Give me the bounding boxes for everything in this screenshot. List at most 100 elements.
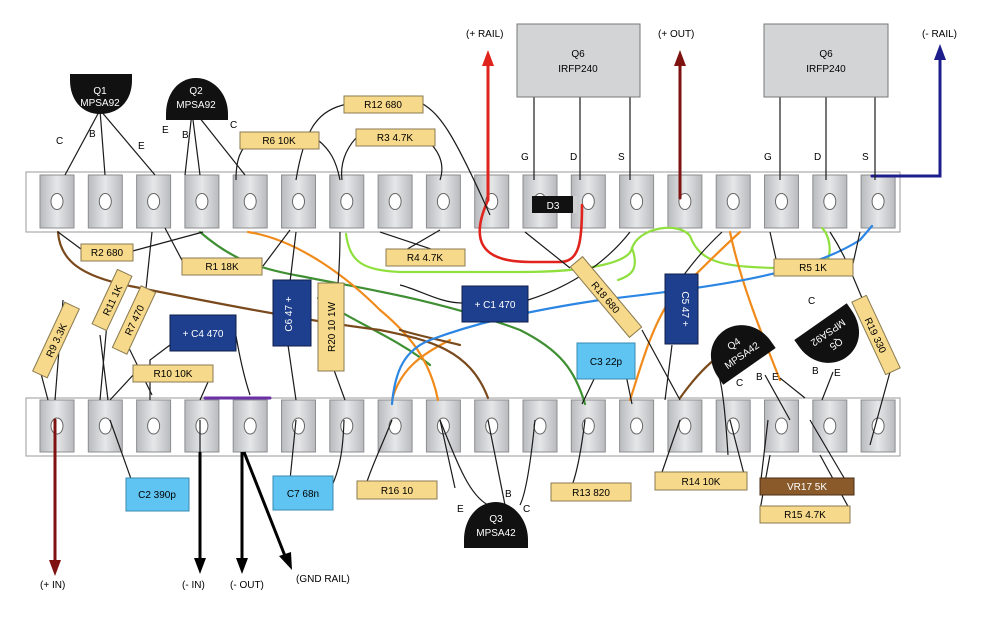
capacitor-c5: C5 47 + [664,273,699,345]
terminal-screw-hole [775,193,788,210]
label-gnd-rail: (GND RAIL) [296,574,350,585]
transistor-q1: Q1 MPSA92 [70,74,132,114]
terminal-strip-top [25,171,901,233]
mosfet-name: Q6 [571,49,585,60]
terminal-screw-hole [630,193,644,210]
pin-b-q2: B [182,130,189,141]
capacitor-c3: C3 22p [576,342,636,380]
resistor-r4: R4 4.7K [385,248,466,267]
transistor-q3: Q3 MPSA42 [464,502,528,548]
capacitor-c6: C6 47 + [272,279,312,347]
diode-d3: D3 [532,196,577,213]
label-minus-in: (- IN) [182,580,205,591]
resistor-r9: R9 3.3K [32,301,80,379]
terminal [570,399,606,453]
svg-text:+ C1 470: + C1 470 [475,300,516,311]
capacitor-c7: C7 68n [272,475,334,511]
terminal-screw-hole [243,417,257,435]
terminal-screw-hole [823,193,837,210]
wire-blue-rail [870,58,942,178]
wire-orange-1 [246,230,440,402]
resistor-r20: R20 10 1W [317,282,345,372]
svg-text:R14 10K: R14 10K [682,477,721,488]
pin-b-q1: B [89,129,96,140]
mosfet-name: Q6 [819,49,833,60]
svg-text:MPSA92: MPSA92 [176,100,216,111]
wire-orange-4 [728,230,782,382]
svg-text:Q1: Q1 [93,86,107,97]
resistor-r15: R15 4.7K [759,505,851,524]
pin-g-left: G [521,152,529,163]
wire-lime-2 [616,246,636,282]
terminal [667,174,703,229]
svg-text:Q2: Q2 [189,86,203,97]
wire-brown-1 [56,230,490,400]
pin-g-right: G [764,152,772,163]
svg-text:R20 10 1W: R20 10 1W [327,301,338,352]
terminal-screw-hole [581,193,595,210]
terminal-screw-hole [195,417,209,435]
terminal-screw-hole [436,193,450,210]
svg-text:C7 68n: C7 68n [287,489,319,500]
svg-text:Q3: Q3 [489,514,503,525]
resistor-r19: R19 330 [851,294,901,376]
label-minus-rail: (- RAIL) [922,29,957,40]
pin-c-q5: C [808,296,815,307]
resistor-r1: R1 18K [181,257,263,276]
terminal-screw-hole [823,417,837,435]
pin-b-q5: B [812,366,819,377]
bottom-terminals [39,399,896,453]
terminal-screw-hole [50,193,64,210]
mosfet-part: IRFP240 [558,64,598,75]
terminal-screw-hole [243,193,257,210]
terminal-screw-hole [50,417,64,435]
pin-c-q3: C [523,504,530,515]
resistor-r12: R12 680 [343,95,424,114]
pot-vr17: VR17 5K [759,477,855,496]
svg-text:C5 47 +: C5 47 + [679,291,690,326]
svg-text:R3 4.7K: R3 4.7K [377,133,413,144]
terminal-screw-hole [871,417,885,435]
pin-b-q4: B [756,372,763,383]
svg-text:R4 4.7K: R4 4.7K [407,253,443,264]
pin-s-left: S [618,152,625,163]
terminal-strip-bottom [25,397,901,457]
terminal-screw-hole [678,193,692,210]
svg-text:+ C4 470: + C4 470 [183,329,224,340]
svg-text:R13 820: R13 820 [572,488,610,499]
resistor-r2: R2 680 [80,243,134,262]
resistor-r10: R10 10K [132,364,214,383]
terminal-screw-hole [871,193,885,210]
mosfet-q6-left: Q6 IRFP240 [516,23,641,98]
capacitor-c2: C2 390p [125,477,190,512]
svg-text:R6 10K: R6 10K [262,136,296,147]
terminal-screw-hole [292,193,305,210]
capacitors: + C4 470 C6 47 + + C1 470 C5 47 + C3 22p… [125,273,699,512]
terminal-screw-hole [775,417,788,435]
svg-text:MPSA92: MPSA92 [80,98,120,109]
pin-e-q1: E [138,141,145,152]
pin-c-q1: C [56,136,63,147]
pin-e-q4: E [772,372,779,383]
transistor-q5: Q5 MPSA92 [794,303,860,363]
terminal-screw-hole [630,417,644,435]
pin-b-q3: B [505,489,512,500]
pin-s-right: S [862,152,869,163]
label-minus-out: (- OUT) [230,580,264,591]
svg-text:R10 10K: R10 10K [154,369,193,380]
pin-e-q5: E [834,368,841,379]
terminal-screw-hole [195,193,209,210]
mosfet-part: IRFP240 [806,64,846,75]
label-plus-in: (+ IN) [40,580,65,591]
pin-d-right: D [814,152,821,163]
svg-text:VR17 5K: VR17 5K [787,482,827,493]
label-plus-out: (+ OUT) [658,29,694,40]
pin-c-q4: C [736,378,743,389]
capacitor-c4: + C4 470 [169,314,237,352]
terminal-screw-hole [388,193,402,210]
terminal-screw-hole [98,193,112,210]
svg-text:MPSA42: MPSA42 [476,528,516,539]
svg-text:D3: D3 [547,201,560,212]
